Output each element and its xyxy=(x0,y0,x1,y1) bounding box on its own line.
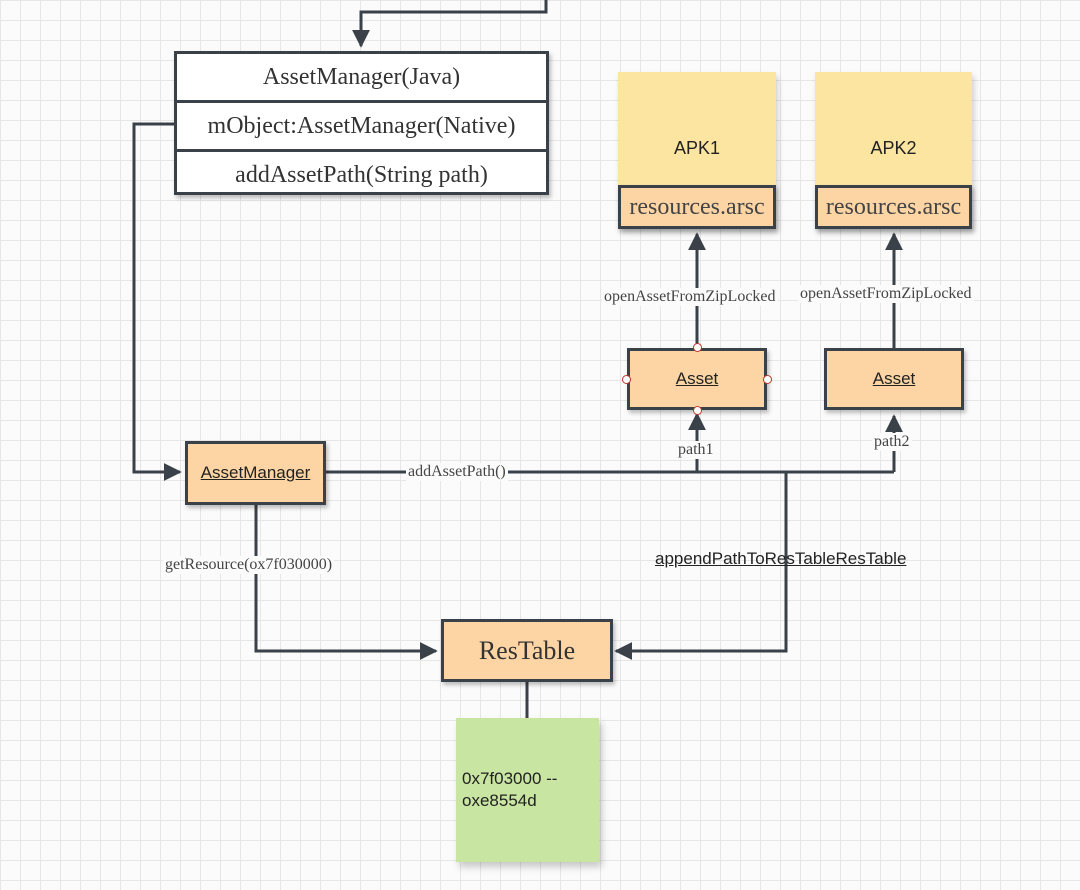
edge-getresource xyxy=(254,505,438,660)
apk2-title: APK2 xyxy=(870,138,917,158)
selection-handle-bottom[interactable] xyxy=(693,406,702,415)
apk1-arsc-label: resources.arsc xyxy=(629,193,765,220)
edge-into-java-assetmanager xyxy=(352,0,548,48)
java-assetmanager-class[interactable]: AssetManager(Java) mObject:AssetManager(… xyxy=(174,51,549,195)
native-assetmanager-box[interactable]: AssetManager xyxy=(185,441,326,505)
selection-handle-right[interactable] xyxy=(763,375,772,384)
edge-append-to-restable xyxy=(614,472,788,660)
apk1-resources-arsc[interactable]: resources.arsc xyxy=(618,185,776,229)
asset-box-2-label: Asset xyxy=(872,369,916,388)
apk2-resources-arsc[interactable]: resources.arsc xyxy=(815,185,972,229)
label-path2: path2 xyxy=(872,433,912,451)
label-get-resource: getResource(ox7f030000) xyxy=(163,556,335,574)
label-open-asset-2: openAssetFromZipLocked xyxy=(798,285,974,303)
asset-box-2[interactable]: Asset xyxy=(824,348,964,410)
label-add-asset-path: addAssetPath() xyxy=(406,463,508,481)
label-path1: path1 xyxy=(676,441,716,459)
selection-handle-top[interactable] xyxy=(693,343,702,352)
asset-box-1-label: Asset xyxy=(675,369,719,388)
label-open-asset-1: openAssetFromZipLocked xyxy=(602,288,778,306)
native-assetmanager-label: AssetManager xyxy=(200,463,311,482)
asset-box-1[interactable]: Asset xyxy=(627,348,767,410)
java-method-addassetpath: addAssetPath(String path) xyxy=(235,162,488,188)
resource-mapping-note[interactable]: 0x7f03000 -- oxe8554d xyxy=(456,718,599,862)
restable-label: ResTable xyxy=(478,635,576,665)
selection-handle-left[interactable] xyxy=(622,375,631,384)
mapping-line-1: 0x7f03000 -- xyxy=(462,769,558,788)
java-field-mobject: mObject:AssetManager(Native) xyxy=(177,103,546,152)
edge-mobject-to-native xyxy=(132,122,182,481)
java-class-name: AssetManager(Java) xyxy=(177,54,546,103)
apk2-arsc-label: resources.arsc xyxy=(825,193,962,220)
mapping-line-2: oxe8554d xyxy=(462,791,537,810)
apk1-title: APK1 xyxy=(673,138,721,158)
label-append-path: appendPathToResTableResTable xyxy=(655,549,907,568)
restable-box[interactable]: ResTable xyxy=(441,619,613,682)
